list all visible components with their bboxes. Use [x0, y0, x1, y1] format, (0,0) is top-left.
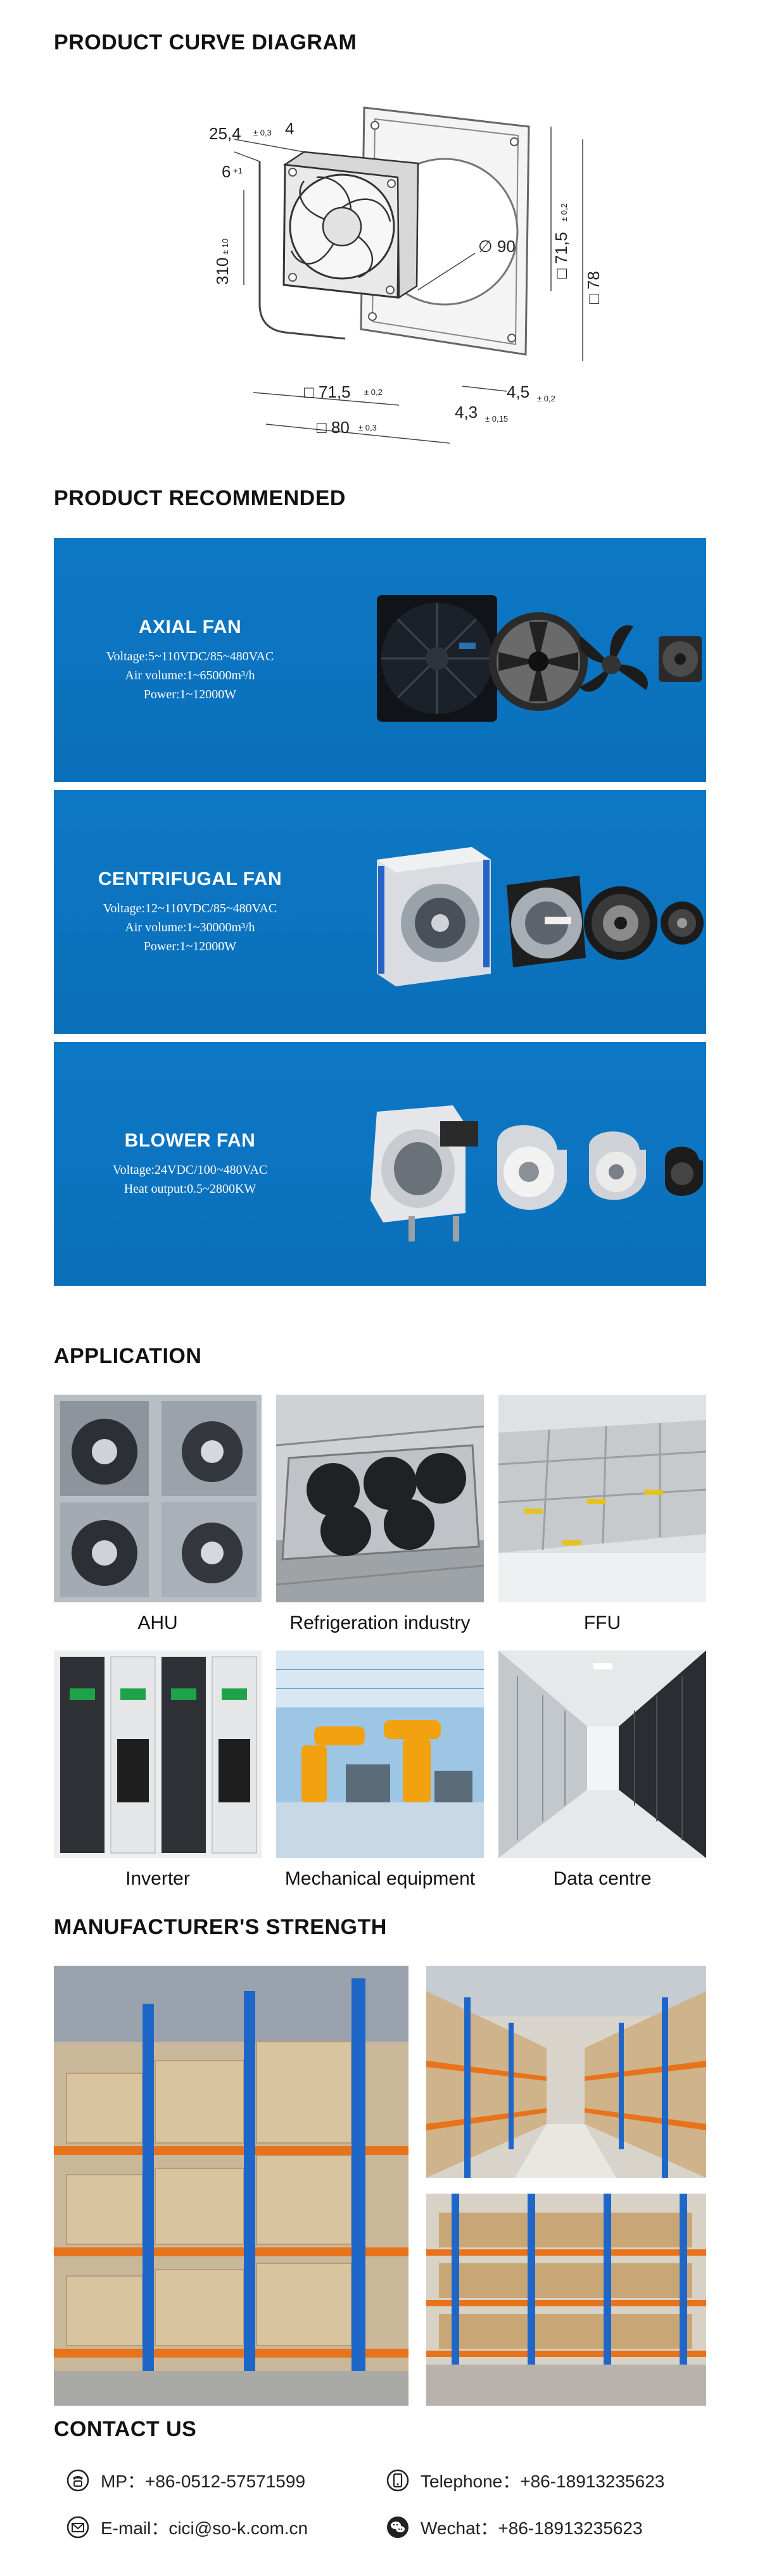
dim-top-left: 25,4: [209, 124, 241, 143]
mail-icon: [66, 2516, 89, 2539]
application-label: Inverter: [125, 1868, 190, 1889]
application-card-mechanical[interactable]: Mechanical equipment: [276, 1650, 484, 1890]
dim-bottom-80-tol: ± 0,3: [358, 423, 377, 432]
product-banner-blower-fan[interactable]: BLOWER FAN Voltage:24VDC/100~480VAC Heat…: [54, 1042, 706, 1286]
product-spec: Voltage:12~110VDC/85~480VAC: [103, 901, 277, 915]
warehouse-photo-racks: [426, 2194, 706, 2406]
application-card-ahu[interactable]: AHU: [54, 1395, 262, 1634]
dim-4-5: 4,5: [507, 382, 529, 401]
product-spec: Air volume:1~30000m³/h: [125, 920, 255, 934]
dim-right-71-5-tol: ± 0,2: [559, 203, 569, 222]
application-card-inverter[interactable]: Inverter: [54, 1650, 262, 1890]
application-photo: [54, 1650, 262, 1858]
product-spec: Heat output:0.5~2800KW: [124, 1181, 256, 1196]
fan-dimension-diagram: 25,4 ± 0,3 4 6 +1 310 ± 10 ∅ 90 □ 71,5 ±…: [209, 106, 603, 444]
blower-fan-products-image: [370, 1105, 703, 1241]
dim-left-6-tol: +1: [233, 166, 243, 175]
contact-wechat-text: Wechat：+86-18913235623: [421, 2518, 643, 2538]
wechat-icon: [386, 2516, 409, 2539]
contact-mp[interactable]: MP：+86-0512-57571599: [66, 2468, 305, 2493]
section-title-application: APPLICATION: [54, 1344, 202, 1368]
contact-mp-text: MP：+86-0512-57571599: [101, 2472, 306, 2491]
product-banner-axial-fan[interactable]: AXIAL FAN Voltage:5~110VDC/85~480VAC Air…: [54, 538, 706, 782]
axial-fan-products-image: [377, 595, 702, 722]
contact-email[interactable]: E-mail：cici@so-k.com.cn: [66, 2515, 308, 2540]
dim-diameter: ∅ 90: [478, 237, 516, 256]
product-spec: Voltage:5~110VDC/85~480VAC: [106, 649, 274, 663]
product-spec: Voltage:24VDC/100~480VAC: [112, 1162, 268, 1177]
product-name: BLOWER FAN: [124, 1129, 256, 1151]
section-title-strength: MANUFACTURER'S STRENGTH: [54, 1915, 387, 1939]
dim-top-left-tol: ± 0,3: [253, 128, 272, 137]
product-name: AXIAL FAN: [138, 616, 242, 638]
centrifugal-fan-products-image: [377, 847, 704, 986]
application-label: Mechanical equipment: [284, 1868, 476, 1889]
application-card-refrigeration[interactable]: Refrigeration industry: [276, 1395, 484, 1634]
application-label: FFU: [583, 1612, 621, 1633]
contact-email-text: E-mail：cici@so-k.com.cn: [101, 2518, 308, 2538]
dim-vertical-310-tol: ± 10: [220, 239, 230, 254]
dim-4-3: 4,3: [455, 403, 478, 422]
warehouse-photo-aisle: [426, 1966, 706, 2178]
application-label: AHU: [137, 1612, 178, 1633]
product-name: CENTRIFUGAL FAN: [98, 868, 282, 889]
application-photo: [54, 1395, 262, 1602]
application-card-data-centre[interactable]: Data centre: [498, 1650, 706, 1890]
warehouse-photo-main: [54, 1966, 408, 2406]
dim-bottom-71-5-tol: ± 0,2: [364, 387, 383, 397]
section-title-contact: CONTACT US: [54, 2417, 197, 2441]
contact-telephone-text: Telephone：+86-18913235623: [421, 2472, 665, 2491]
dim-top-4: 4: [285, 119, 294, 138]
application-photo: [276, 1650, 484, 1858]
product-spec: Air volume:1~65000m³/h: [125, 668, 255, 682]
dim-4-3-tol: ± 0,15: [485, 414, 508, 424]
dim-4-5-tol: ± 0,2: [537, 394, 555, 403]
application-photo: [498, 1650, 706, 1858]
dim-bottom-71-5: □ 71,5: [304, 382, 351, 401]
application-label: Refrigeration industry: [289, 1612, 471, 1633]
application-card-ffu[interactable]: FFU: [498, 1395, 706, 1634]
dim-bottom-80: □ 80: [317, 418, 350, 437]
application-label: Data centre: [553, 1868, 652, 1889]
section-title-recommended: PRODUCT RECOMMENDED: [54, 486, 346, 510]
contact-telephone[interactable]: Telephone：+86-18913235623: [386, 2468, 664, 2493]
section-title-curve: PRODUCT CURVE DIAGRAM: [54, 30, 357, 54]
contact-wechat[interactable]: Wechat：+86-18913235623: [386, 2515, 643, 2540]
dim-vertical-310: 310: [213, 258, 232, 285]
application-photo: [276, 1395, 484, 1602]
application-photo: [498, 1395, 706, 1602]
mobile-icon: [386, 2469, 409, 2492]
dim-right-78: □ 78: [584, 271, 603, 304]
product-banner-centrifugal-fan[interactable]: CENTRIFUGAL FAN Voltage:12~110VDC/85~480…: [54, 790, 706, 1034]
product-spec: Power:1~12000W: [143, 687, 237, 701]
product-spec: Power:1~12000W: [143, 939, 237, 953]
phone-icon: [66, 2469, 89, 2492]
dim-left-6: 6: [222, 162, 231, 181]
dim-right-71-5: □ 71,5: [552, 232, 571, 279]
